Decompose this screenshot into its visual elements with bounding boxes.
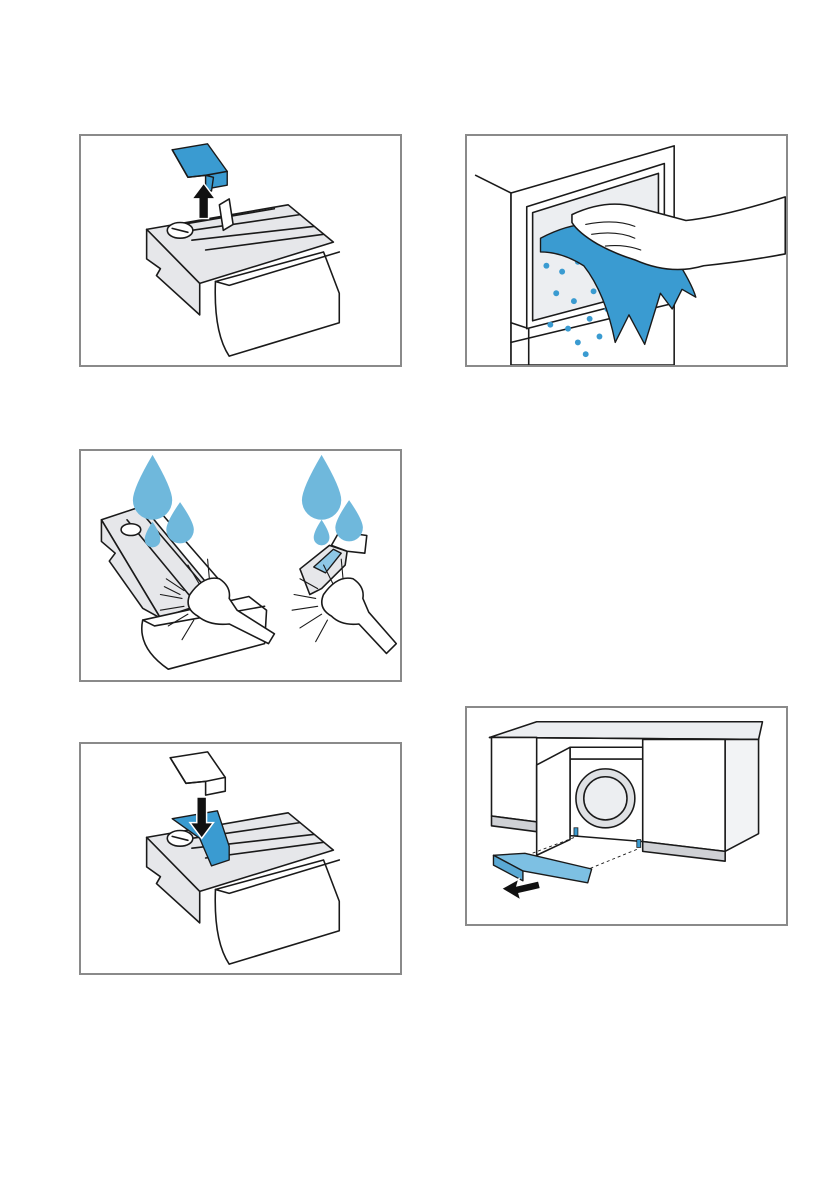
remove-plinth-icon xyxy=(467,708,786,924)
dispenser-remove-insert-icon xyxy=(81,136,400,365)
illustration-wipe-recess xyxy=(465,134,788,367)
wipe-drawer-recess-icon xyxy=(467,136,786,365)
rinse-brush-dispenser-icon xyxy=(81,451,400,680)
illustration-rinse-brush xyxy=(79,449,402,682)
illustration-remove-plinth xyxy=(465,706,788,926)
illustration-reinsert-insert xyxy=(79,742,402,975)
dispenser-reinsert-insert-icon xyxy=(81,744,400,973)
illustration-remove-insert xyxy=(79,134,402,367)
